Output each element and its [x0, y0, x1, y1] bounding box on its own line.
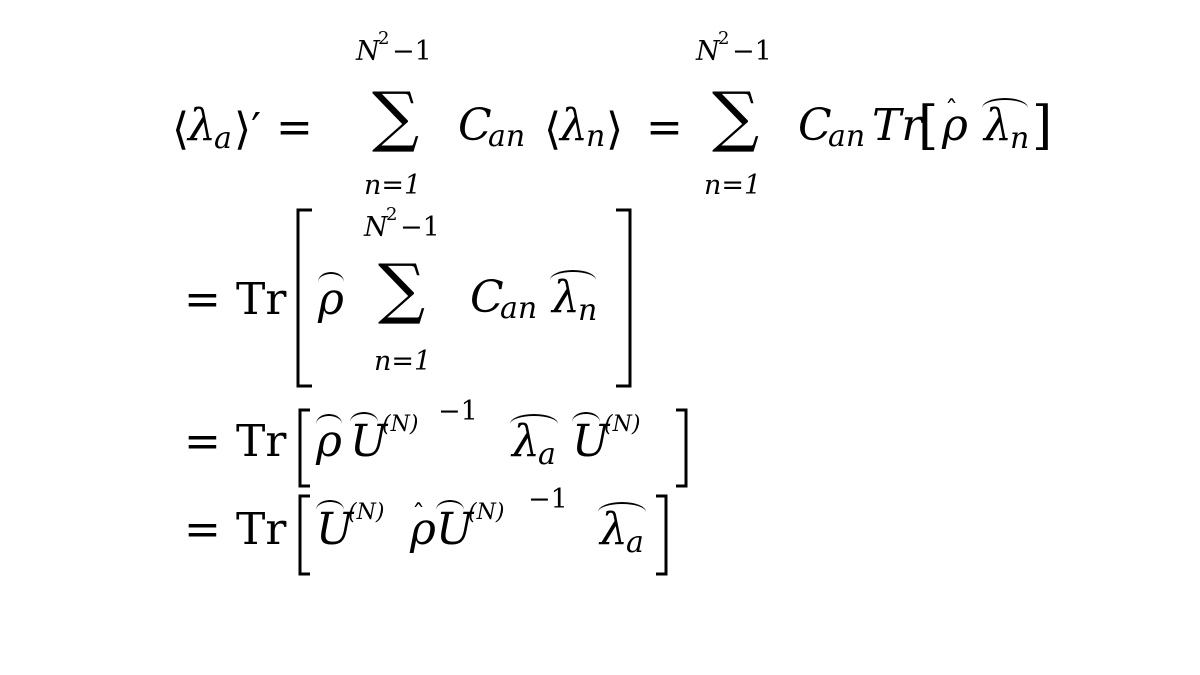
equals-sign: =: [276, 102, 313, 153]
inverse-exponent: −1: [438, 396, 478, 427]
sum-upper-rest: −1: [392, 36, 432, 67]
wide-hat-arc: [572, 412, 600, 422]
angle-bracket-close: ⟩: [606, 104, 624, 155]
lambda-symbol: λ: [560, 100, 588, 151]
equals-sign: =: [184, 274, 221, 325]
wide-hat-arc: [316, 414, 342, 424]
bracket-left: [298, 408, 310, 488]
trace-operator: Tr: [236, 504, 287, 555]
sum-upper-exponent: 2: [718, 28, 730, 49]
subscript-a: a: [626, 525, 644, 560]
wide-hat-arc: [350, 412, 378, 422]
equals-sign: =: [184, 504, 221, 555]
wide-hat-arc: [318, 272, 344, 282]
sum-upper-N: N: [696, 36, 720, 67]
lambda-symbol: λ: [984, 100, 1012, 151]
trace-operator: Tr: [236, 274, 287, 325]
unitary-U: U: [436, 504, 474, 555]
lambda-symbol: λ: [512, 416, 540, 467]
coefficient-subscript: an: [500, 291, 538, 326]
equals-sign: =: [646, 102, 683, 153]
wide-hat-arc: [510, 414, 558, 424]
wide-hat-arc: [598, 502, 646, 512]
coefficient-C: C: [798, 100, 832, 151]
sum-upper-N: N: [356, 36, 380, 67]
lambda-symbol: λ: [188, 100, 216, 151]
sum-upper-rest: −1: [400, 212, 440, 243]
summation-sign: ∑: [372, 78, 420, 155]
superscript-N: (N): [348, 500, 385, 525]
equals-sign: =: [184, 416, 221, 467]
angle-bracket-open: ⟨: [544, 104, 562, 155]
sum-upper-exponent: 2: [378, 28, 390, 49]
hat-caret: ˆ: [412, 500, 425, 530]
bracket-close: ]: [1032, 96, 1053, 156]
angle-bracket-close-prime: ⟩′: [234, 104, 262, 155]
summation-sign: ∑: [712, 78, 760, 155]
hat-caret: ˆ: [945, 96, 958, 126]
lambda-symbol: λ: [600, 504, 628, 555]
unitary-U: U: [316, 504, 354, 555]
subscript-n: n: [578, 293, 598, 328]
trace-operator: Tr: [236, 416, 287, 467]
rho-symbol: ρ: [410, 504, 436, 555]
inverse-exponent: −1: [528, 484, 568, 515]
superscript-N: (N): [382, 412, 419, 437]
angle-bracket-open: ⟨: [172, 104, 190, 155]
coefficient-subscript: an: [828, 119, 866, 154]
trace-operator: Tr: [872, 100, 923, 151]
wide-hat-arc: [982, 98, 1028, 108]
subscript-n: n: [586, 119, 606, 154]
sum-upper-rest: −1: [732, 36, 772, 67]
coefficient-C: C: [458, 100, 492, 151]
superscript-N: (N): [604, 412, 641, 437]
coefficient-subscript: an: [488, 119, 526, 154]
unitary-U: U: [572, 416, 610, 467]
unitary-U: U: [350, 416, 388, 467]
subscript-a: a: [538, 437, 556, 472]
rho-symbol: ρ: [942, 100, 968, 151]
subscript-a: a: [214, 121, 232, 156]
large-bracket-left: [296, 208, 312, 388]
wide-hat-arc: [550, 270, 596, 280]
sum-lower-limit: n=1: [374, 346, 432, 377]
bracket-left: [298, 494, 310, 576]
sum-upper-exponent: 2: [386, 204, 398, 225]
bracket-right: [656, 494, 668, 576]
superscript-N: (N): [468, 500, 505, 525]
rho-symbol: ρ: [316, 416, 342, 467]
lambda-symbol: λ: [552, 272, 580, 323]
summation-sign: ∑: [378, 250, 426, 327]
bracket-right: [676, 408, 688, 488]
wide-hat-arc: [436, 500, 464, 510]
large-bracket-right: [616, 208, 632, 388]
sum-lower-limit: n=1: [704, 170, 762, 201]
sum-upper-N: N: [364, 212, 388, 243]
rho-symbol: ρ: [318, 274, 344, 325]
wide-hat-arc: [316, 500, 344, 510]
coefficient-C: C: [470, 272, 504, 323]
bracket-open: [: [918, 96, 939, 156]
subscript-n: n: [1010, 121, 1030, 156]
sum-lower-limit: n=1: [364, 170, 422, 201]
